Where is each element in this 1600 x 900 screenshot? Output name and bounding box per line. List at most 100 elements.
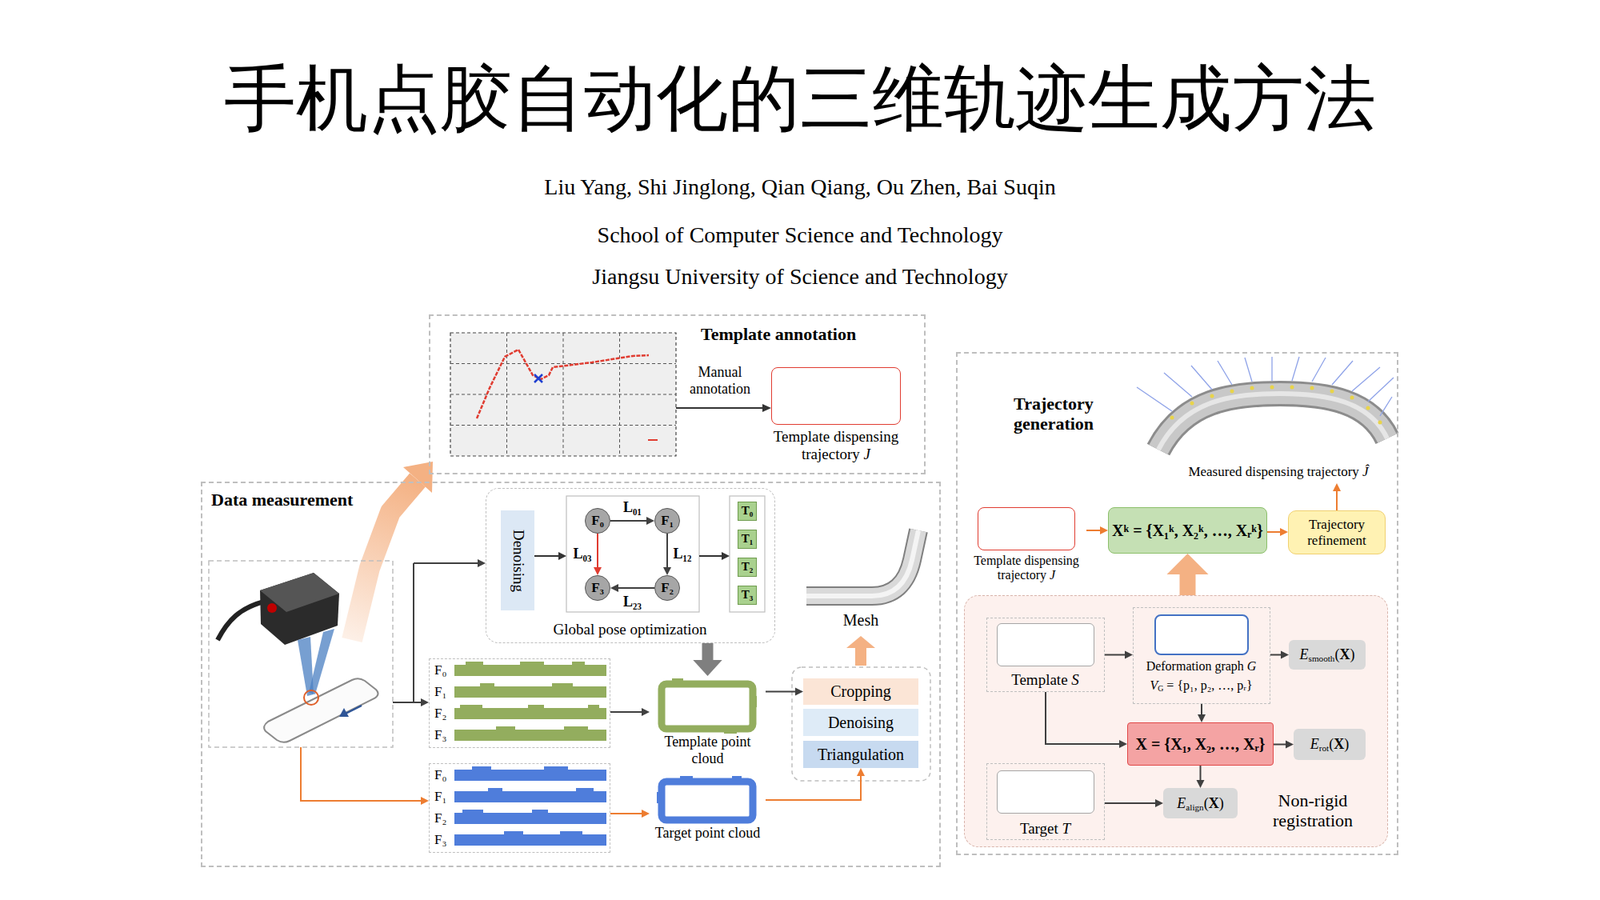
pose-graph-frame-part xyxy=(699,555,724,557)
shape-box: Template S xyxy=(986,617,1105,692)
wire-part xyxy=(300,747,423,801)
pose-node: F₁ xyxy=(654,508,680,534)
scanner-photo-part xyxy=(345,705,362,714)
process-band: Denoising xyxy=(500,510,535,611)
wire xyxy=(300,559,486,805)
node-text: F₁ xyxy=(434,684,456,700)
text-part: G xyxy=(1247,659,1257,673)
node-text: F₂ xyxy=(434,810,456,827)
panel: Trajectory generationTemplate dispensing… xyxy=(956,352,1399,856)
energy-box: Erot(X) xyxy=(1293,728,1366,760)
node-text: Data measurement xyxy=(211,489,396,510)
green-scan-strips-part xyxy=(465,661,484,666)
pose-graph-frame-part xyxy=(534,555,560,557)
text-part: J xyxy=(864,445,871,463)
node-text: T₁ xyxy=(741,532,754,546)
node-text: F₃ xyxy=(434,832,456,848)
arrowhead xyxy=(663,567,672,576)
mesh-arrow-part xyxy=(855,646,867,666)
trajectory-box: Template dispensing trajectory J xyxy=(966,504,1087,585)
template-point-cloud xyxy=(661,678,757,734)
inner-shape xyxy=(996,770,1095,814)
node-text: F₀ xyxy=(434,662,456,679)
connector xyxy=(692,643,722,676)
connector-line xyxy=(1104,802,1156,804)
node-text: Denoising xyxy=(828,713,894,732)
label: Mesh xyxy=(832,611,890,630)
scanner-photo-part xyxy=(297,636,314,696)
wire-part xyxy=(477,559,486,568)
arrowhead xyxy=(641,708,650,716)
scanner-photo-part xyxy=(267,603,277,613)
node-text: Ealign(X) xyxy=(1176,795,1224,812)
process-band: Cropping xyxy=(803,678,919,705)
refinement-arrow xyxy=(1332,483,1341,511)
variable-box: X = {X₁, X₂, …, Xᵣ} xyxy=(1127,722,1274,766)
green-scan-strips-part xyxy=(454,729,607,741)
region: Non-rigid registrationTemplate SDeformat… xyxy=(964,595,1388,848)
mesh-image-part xyxy=(806,530,919,596)
connector xyxy=(1104,651,1133,660)
label: Liu Yang, Shi Jinglong, Qian Qiang, Ou Z… xyxy=(0,174,1600,200)
text-part: E xyxy=(1176,795,1186,812)
green-scan-strips-part xyxy=(564,726,588,731)
arrowhead xyxy=(1280,528,1288,536)
trajectory-dots-part xyxy=(1190,401,1195,406)
edge-label: L₀₃ xyxy=(572,546,594,563)
node-text: F₂ xyxy=(434,705,456,722)
trajectory-dots-part xyxy=(1250,386,1255,391)
blue-scan-strips-part xyxy=(462,809,484,814)
scanner-photo-part xyxy=(260,572,340,612)
blue-scan-strips xyxy=(454,766,607,846)
wire-part xyxy=(420,796,429,805)
target-point-cloud-part xyxy=(680,776,693,781)
variable-box: Xᵏ = {X₁ᵏ, X₂ᵏ, …, Xᵣᵏ} xyxy=(1108,507,1268,554)
connector-line xyxy=(617,587,655,589)
arrowhead xyxy=(1155,799,1164,808)
refinement-arrow-part xyxy=(1336,490,1338,511)
connector-line xyxy=(596,533,599,568)
annotation-plot-part xyxy=(648,439,658,441)
text-part: G xyxy=(1157,684,1164,693)
blue-scan-strips-part xyxy=(454,769,607,781)
node-text: VG = {p₁, p₂, …, pᵣ} xyxy=(1133,678,1269,693)
template-point-cloud-part xyxy=(752,696,757,708)
blue-scan-strips-part xyxy=(454,834,607,846)
trajectory-dots-part xyxy=(1366,406,1371,411)
scanner-photo-part xyxy=(339,708,349,717)
node-text: Esmooth(X) xyxy=(1300,646,1356,664)
node-text: Xᵏ = {X₁ᵏ, X₂ᵏ, …, Xᵣᵏ} xyxy=(1112,521,1264,540)
node-text: T₂ xyxy=(741,560,754,574)
node-text: Target T xyxy=(987,820,1104,838)
wire-part xyxy=(420,698,429,707)
pose-node: F₀ xyxy=(584,508,611,534)
node-text: F₁ xyxy=(660,512,673,529)
connector xyxy=(1196,765,1205,788)
pose-box: T₂ xyxy=(737,557,757,577)
connector-line xyxy=(765,775,861,800)
pose-box: T₁ xyxy=(737,529,757,549)
node-text: Non-rigid registration xyxy=(1244,790,1381,832)
scanner-photo-part xyxy=(304,690,319,705)
inner-shape xyxy=(996,623,1095,667)
green-scan-strips-part xyxy=(528,704,544,709)
text-part: X xyxy=(1339,646,1350,663)
point-cloud: Template point cloud xyxy=(649,676,766,768)
connector-line xyxy=(1267,531,1281,533)
green-scan-strips-part xyxy=(552,683,573,688)
arrowhead xyxy=(692,660,722,676)
inner-shape xyxy=(771,367,901,425)
green-scan-strips-part xyxy=(496,726,516,731)
process-band: Denoising xyxy=(803,708,919,736)
green-scan-strips-part xyxy=(454,686,607,698)
node-text: T₃ xyxy=(741,588,754,602)
label: Manual annotation xyxy=(680,364,760,397)
scanner-photo-part xyxy=(260,572,340,645)
text-part: V xyxy=(1149,678,1158,692)
blue-scan-strips-part xyxy=(532,809,548,814)
blue-scan-strips-part xyxy=(454,812,607,824)
text-part: X xyxy=(1333,736,1344,752)
trajectory-dots-part xyxy=(1170,416,1175,420)
arrowhead xyxy=(610,584,619,592)
